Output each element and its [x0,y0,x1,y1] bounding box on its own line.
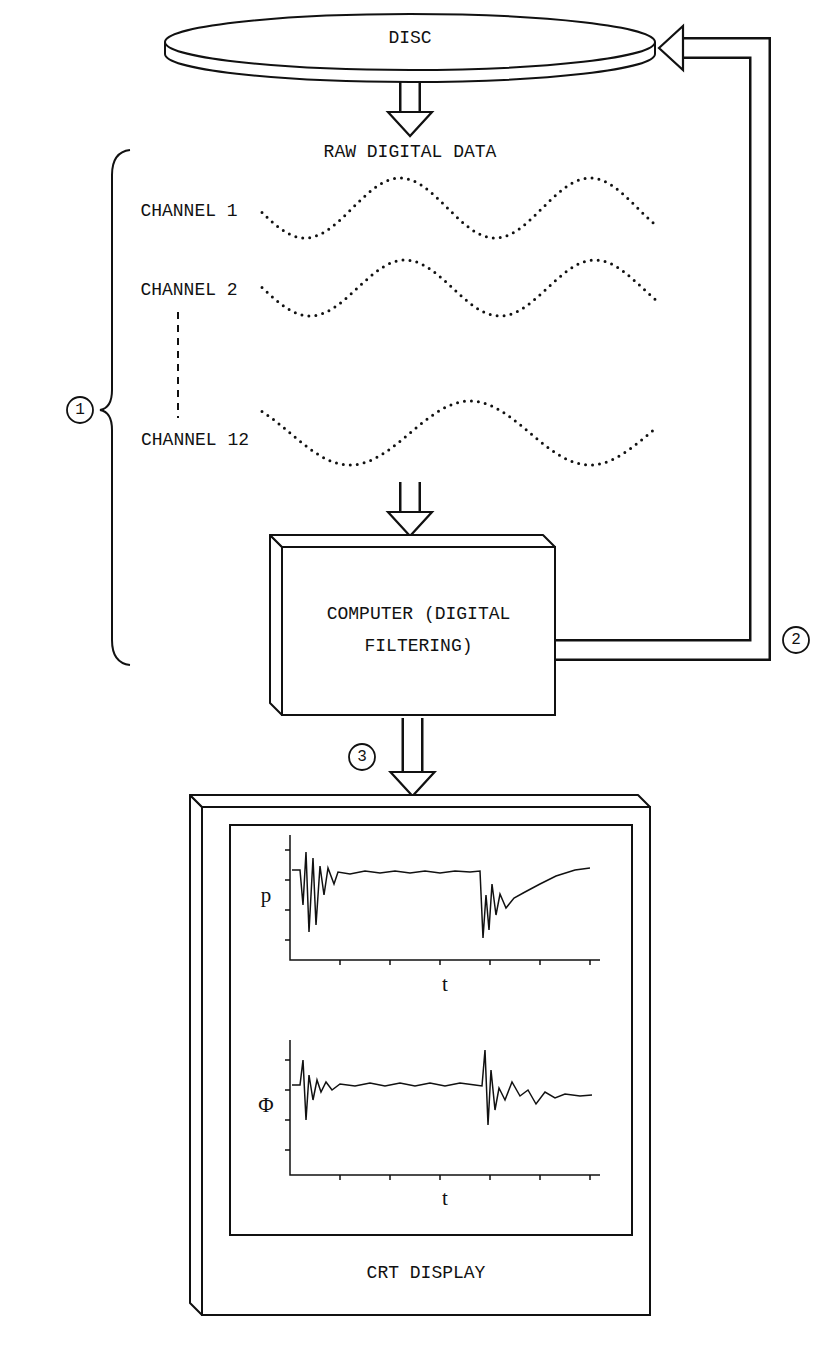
ellipsis-line [177,312,179,418]
node-text: DISC [388,22,431,54]
label-holder: Φ [258,1093,273,1118]
box-front [202,807,650,1315]
label-holder: CHANNEL 2 [140,280,237,300]
arrow-shaft-fill [404,718,421,772]
axis-ticks [285,1060,590,1180]
disc-top [165,14,655,70]
axis-ticks [285,850,590,965]
node-outline [190,795,650,1315]
node-text: COMPUTER (DIGITAL FILTERING) [294,598,543,663]
plot-axes [290,835,600,960]
channel-label: CHANNEL 12 [141,430,249,450]
box-top [190,795,650,807]
node-text: CRT DISPLAY [367,1257,486,1289]
arrow-head [388,512,432,536]
block-arrow [391,718,435,796]
computer-box: COMPUTER (DIGITAL FILTERING) [270,535,555,715]
block-arrow [554,26,760,650]
node-text: 2 [791,626,801,655]
arrow-head [391,772,435,796]
box-top [270,535,555,547]
signal-wave [262,178,656,238]
plot-axes [290,1040,600,1175]
signal-wave [262,260,656,316]
axis-label: t [442,972,448,996]
arrow-head [388,112,432,136]
arrow-shaft-outline [554,48,760,650]
node-outline [270,535,555,715]
pressure-trace [292,852,590,938]
axis-label: Φ [258,1093,273,1117]
node-text: 1 [75,396,85,425]
group-brace [100,150,130,665]
box-side [270,535,282,715]
callout-number: 3 [348,743,376,771]
axis-label: p [261,883,272,907]
storage-disc: DISC [163,8,657,90]
crt-display: CRT DISPLAY [190,795,650,1315]
node-outline [163,8,657,90]
node-text: 3 [357,743,367,772]
arrow-head [659,26,683,70]
callout-number: 2 [782,626,810,654]
crt-screen [230,825,632,1235]
label-holder: RAW DIGITAL DATA [324,142,497,162]
label-holder: CHANNEL 1 [140,201,237,221]
label-holder: p [261,883,272,908]
signal-wave [262,401,656,465]
box-side [190,795,202,1315]
axis-label: t [442,1186,448,1210]
label-holder: CHANNEL 12 [141,430,249,450]
label-holder: t [442,972,448,997]
phase-trace [292,1050,592,1125]
section-label: RAW DIGITAL DATA [324,142,497,162]
label-holder: t [442,1186,448,1211]
box-front [282,547,555,715]
arrow-shaft-outline [402,718,424,772]
channel-label: CHANNEL 2 [140,280,237,300]
channel-label: CHANNEL 1 [140,201,237,221]
arrow-shaft-fill [554,48,760,650]
callout-number: 1 [66,396,94,424]
